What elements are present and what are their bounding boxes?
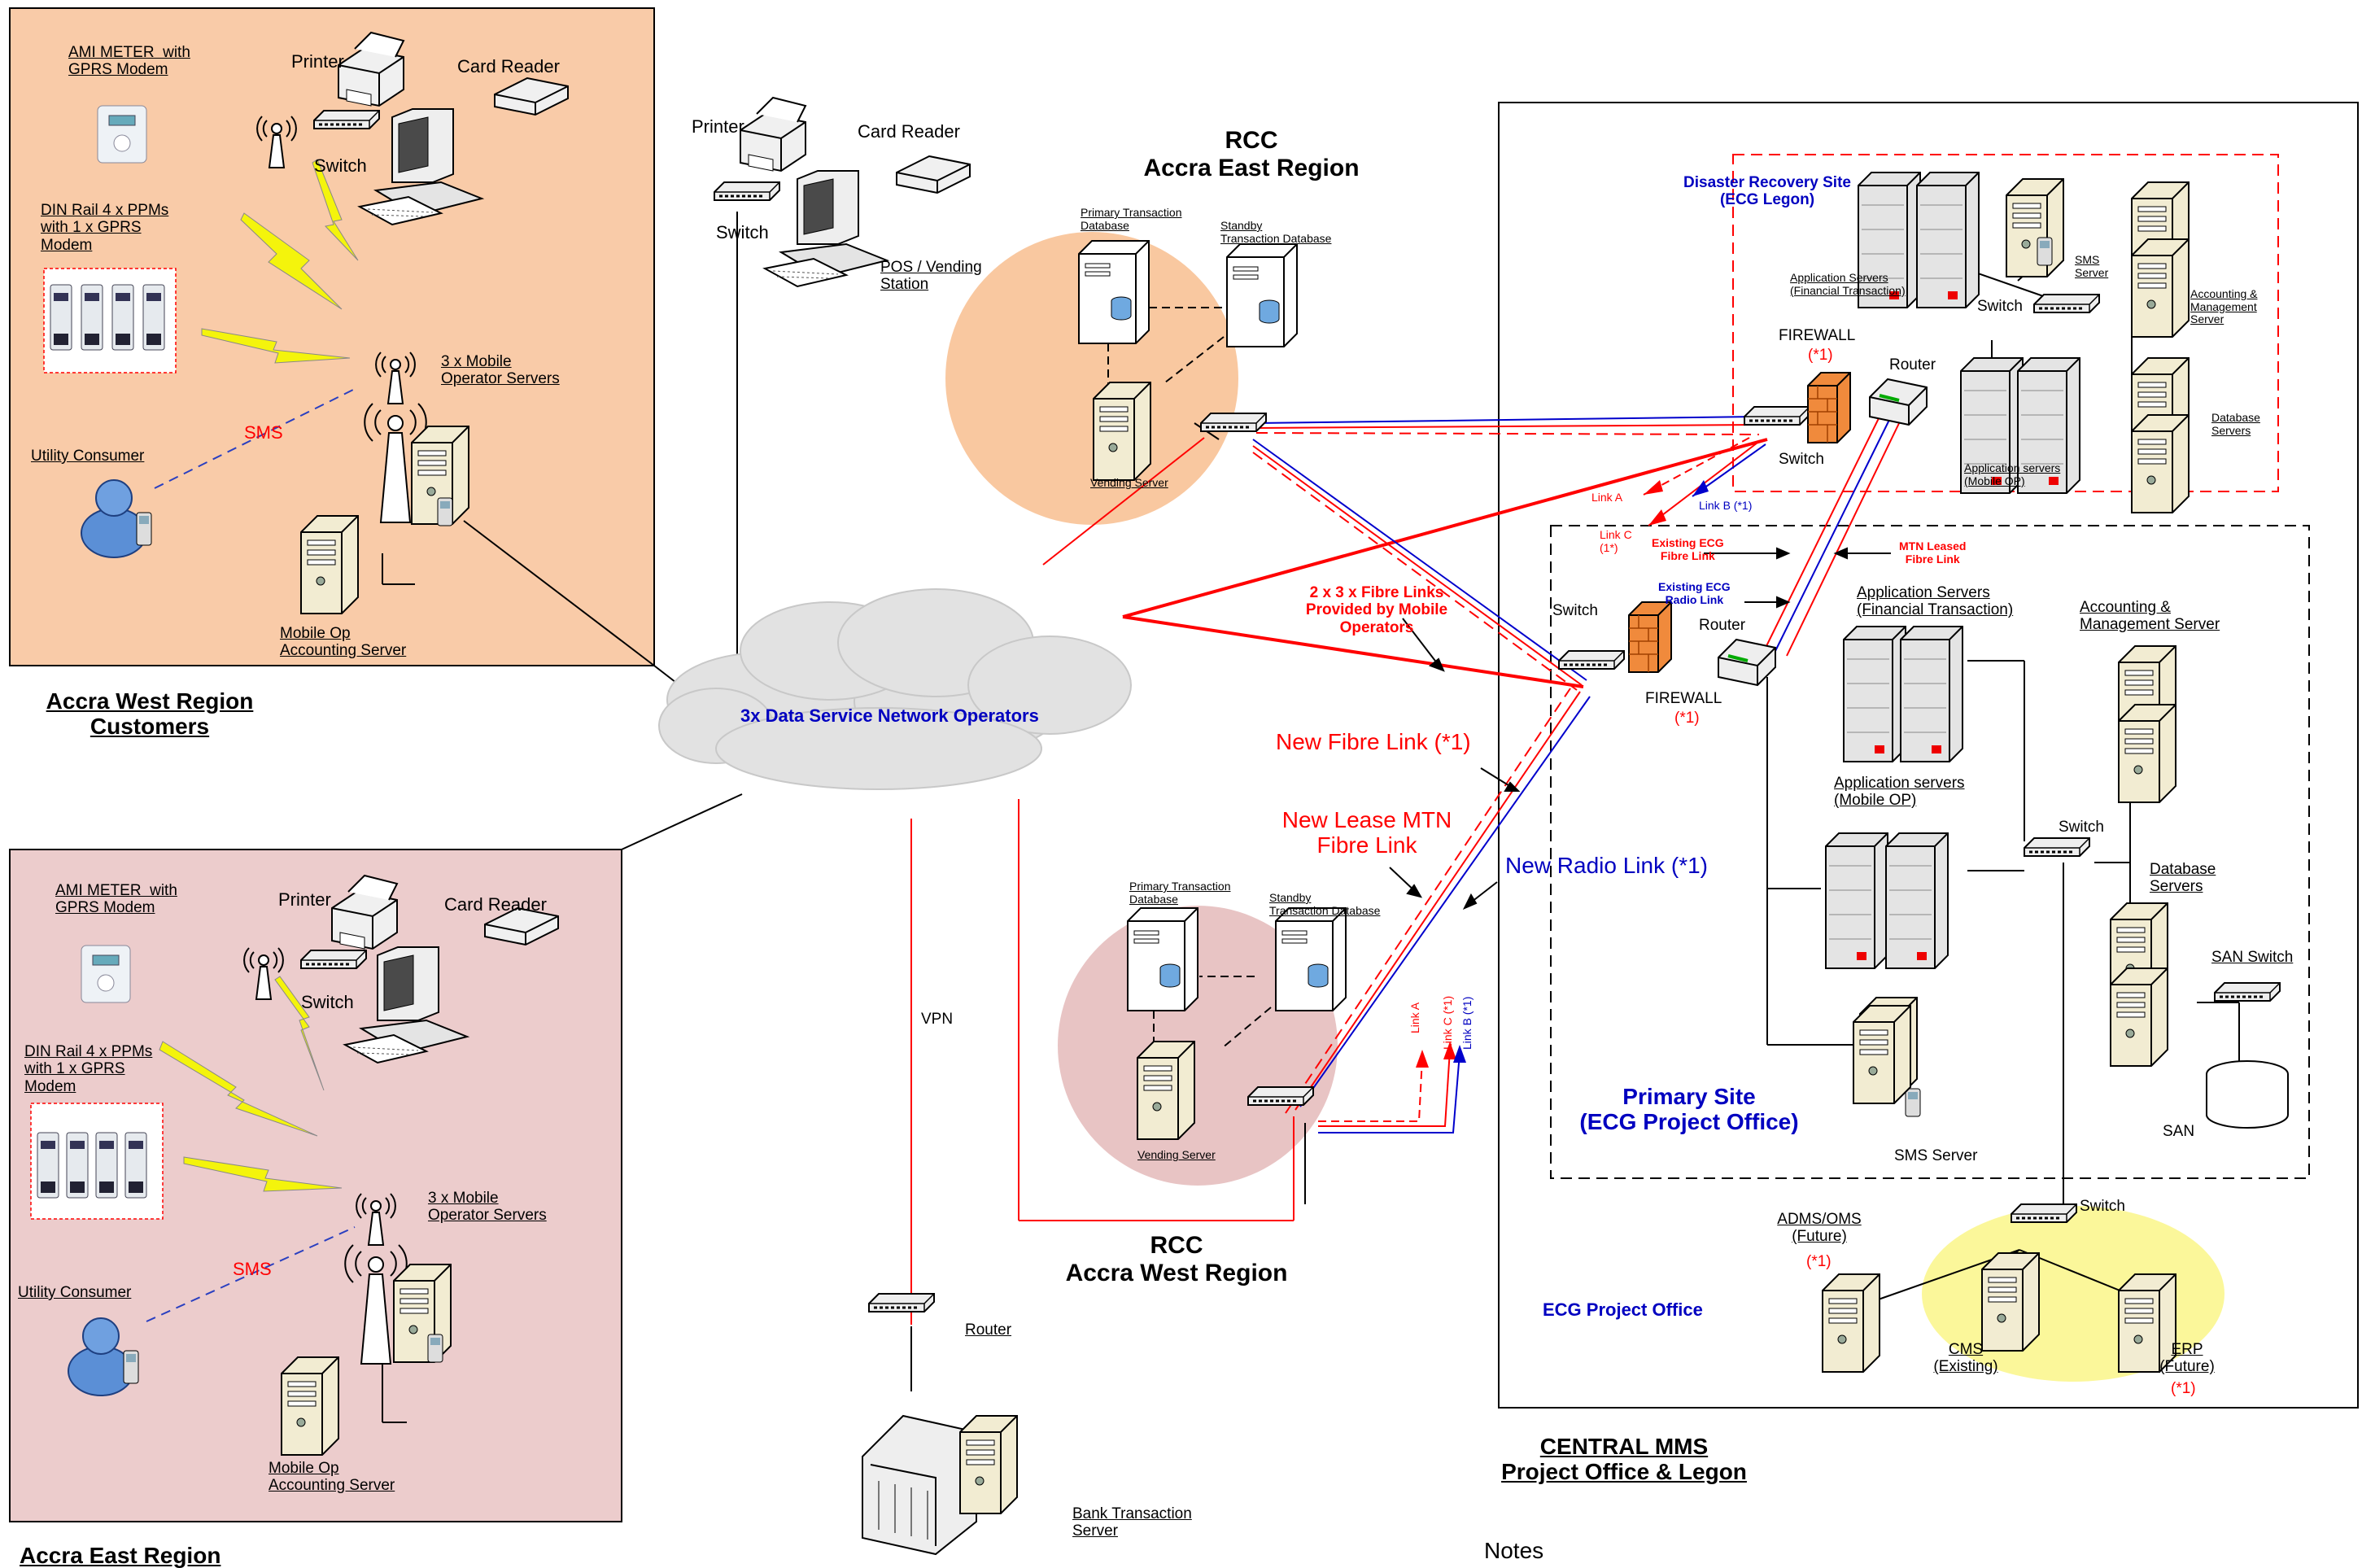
primary-site-box — [1550, 525, 2310, 1179]
project-switch-label: Switch — [2080, 1198, 2125, 1215]
link-c-bottom-label: Link C (*1) — [1441, 995, 1454, 1050]
bank-building — [862, 1414, 977, 1556]
primary-firewall-label: FIREWALL — [1645, 690, 1722, 707]
primary-switch-label: Switch — [1552, 602, 1598, 619]
accounting-server-label-east: Mobile Op Accounting Server — [269, 1460, 395, 1495]
cloud-label: 3x Data Service Network Operators — [740, 705, 1039, 726]
dr-switch-label: Switch — [1977, 298, 2023, 315]
mobile-servers-label-east: 3 x Mobile Operator Servers — [428, 1190, 547, 1225]
primary-firewall-note: (*1) — [1674, 710, 1700, 727]
accounting-server-label: Mobile Op Accounting Server — [280, 625, 407, 660]
notes-label: Notes — [1484, 1538, 1544, 1563]
san-label: SAN — [2163, 1123, 2195, 1140]
link-a-top-label: Link A — [1591, 491, 1623, 504]
rcc-east-title: RCC Accra East Region — [1143, 127, 1360, 181]
printer-label-east: Printer — [278, 889, 331, 910]
adms-label: ADMS/OMS (Future) — [1777, 1211, 1862, 1246]
vpn-label: VPN — [921, 1011, 954, 1028]
dr-app-mobile-label: Application servers (Mobile OP) — [1964, 461, 2061, 487]
dr-firewall-label: FIREWALL — [1779, 327, 1856, 344]
link-b-top-label: Link B (*1) — [1699, 499, 1753, 512]
din-rail-box — [43, 268, 177, 373]
sms-label: SMS — [244, 422, 283, 443]
din-rail-label: DIN Rail 4 x PPMs with 1 x GPRS Modem — [41, 202, 169, 254]
printer-label: Printer — [291, 51, 344, 72]
dr-database-label: Database Servers — [2211, 411, 2260, 437]
dr-router-label: Router — [1889, 356, 1936, 373]
din-rail-label-east: DIN Rail 4 x PPMs with 1 x GPRS Modem — [24, 1043, 153, 1095]
dr-firewall-note: (*1) — [1808, 347, 1833, 364]
bank-server-label: Bank Transaction Server — [1072, 1505, 1192, 1540]
link-b-bottom-label: Link B (*1) — [1460, 996, 1474, 1050]
utility-consumer-label: Utility Consumer — [31, 448, 145, 465]
data-network-cloud — [658, 588, 1132, 790]
project-office-title: ECG Project Office — [1543, 1299, 1703, 1320]
link-c-top-label: Link C (1*) — [1600, 528, 1632, 554]
sms-server-label: SMS Server — [1894, 1147, 1978, 1164]
rcc-east-primary-db-label: Primary Transaction Database — [1081, 206, 1182, 232]
erp-note: (*1) — [2171, 1380, 2196, 1397]
erp-label: ERP (Future) — [2159, 1341, 2215, 1376]
primary-switch2-label: Switch — [2059, 819, 2104, 836]
pos-switch-label: Switch — [716, 222, 769, 242]
dr-sms-server-label: SMS Server — [2075, 253, 2109, 279]
east-region-title: Accra East Region — [20, 1543, 221, 1568]
rcc-west-vending-label: Vending Server — [1137, 1148, 1216, 1161]
pos-printer-label: Printer — [692, 116, 744, 137]
dr-app-financial-label: Application Servers (Financial Transacti… — [1790, 271, 1906, 297]
existing-fibre-label: Existing ECG Fibre Link — [1652, 536, 1724, 562]
primary-site-title: Primary Site (ECG Project Office) — [1579, 1084, 1799, 1135]
primary-database-label: Database Servers — [2150, 861, 2216, 896]
cms-label: CMS (Existing) — [1933, 1341, 1998, 1376]
rcc-east-circle — [945, 232, 1238, 525]
mtn-leased-label: MTN Leased Fibre Link — [1899, 539, 1967, 566]
san-cylinder — [2206, 1060, 2289, 1129]
dr-site-title: Disaster Recovery Site (ECG Legon) — [1683, 174, 1851, 209]
bank-router-label: Router — [965, 1321, 1012, 1339]
primary-app-mobile-label: Application servers (Mobile OP) — [1834, 775, 1965, 810]
card-reader-label: Card Reader — [457, 56, 560, 76]
existing-radio-label: Existing ECG Radio Link — [1658, 580, 1731, 606]
din-rail-box-east — [30, 1103, 164, 1220]
fibre-provided-label: 2 x 3 x Fibre Links Provided by Mobile O… — [1305, 584, 1448, 636]
utility-consumer-label-east: Utility Consumer — [18, 1284, 132, 1301]
dr-switch2-label: Switch — [1779, 451, 1824, 468]
new-radio-label: New Radio Link (*1) — [1505, 853, 1708, 878]
new-lease-label: New Lease MTN Fibre Link — [1281, 807, 1452, 858]
link-a-bottom-label: Link A — [1408, 1002, 1421, 1033]
sms-label-east: SMS — [233, 1259, 272, 1279]
san-switch-label: SAN Switch — [2211, 949, 2294, 966]
west-region-title: Accra West Region Customers — [46, 688, 254, 740]
rcc-east-standby-db-label: Standby Transaction Database — [1220, 219, 1332, 245]
new-fibre-label: New Fibre Link (*1) — [1276, 729, 1471, 754]
ami-meter-label: AMI METER with GPRS Modem — [68, 44, 190, 79]
primary-accounting-label: Accounting & Management Server — [2080, 599, 2220, 634]
rcc-west-standby-db-label: Standby Transaction Database — [1269, 891, 1381, 917]
primary-app-financial-label: Application Servers (Financial Transacti… — [1857, 584, 2014, 619]
rcc-west-primary-db-label: Primary Transaction Database — [1129, 880, 1231, 906]
rcc-east-vending-label: Vending Server — [1090, 476, 1168, 489]
switch-label-east: Switch — [301, 992, 354, 1012]
rcc-west-title: RCC Accra West Region — [1065, 1232, 1288, 1286]
card-reader-label-east: Card Reader — [444, 894, 547, 915]
central-mms-title: CENTRAL MMS Project Office & Legon — [1501, 1434, 1747, 1485]
dr-accounting-label: Accounting & Management Server — [2190, 287, 2258, 326]
primary-router-label: Router — [1699, 617, 1746, 634]
pos-station-label: POS / Vending Station — [880, 259, 982, 294]
pos-card-reader-label: Card Reader — [858, 121, 960, 142]
mobile-servers-label: 3 x Mobile Operator Servers — [441, 353, 560, 388]
switch-label: Switch — [314, 155, 367, 176]
ami-meter-label-east: AMI METER with GPRS Modem — [55, 882, 177, 917]
adms-note: (*1) — [1806, 1253, 1832, 1270]
